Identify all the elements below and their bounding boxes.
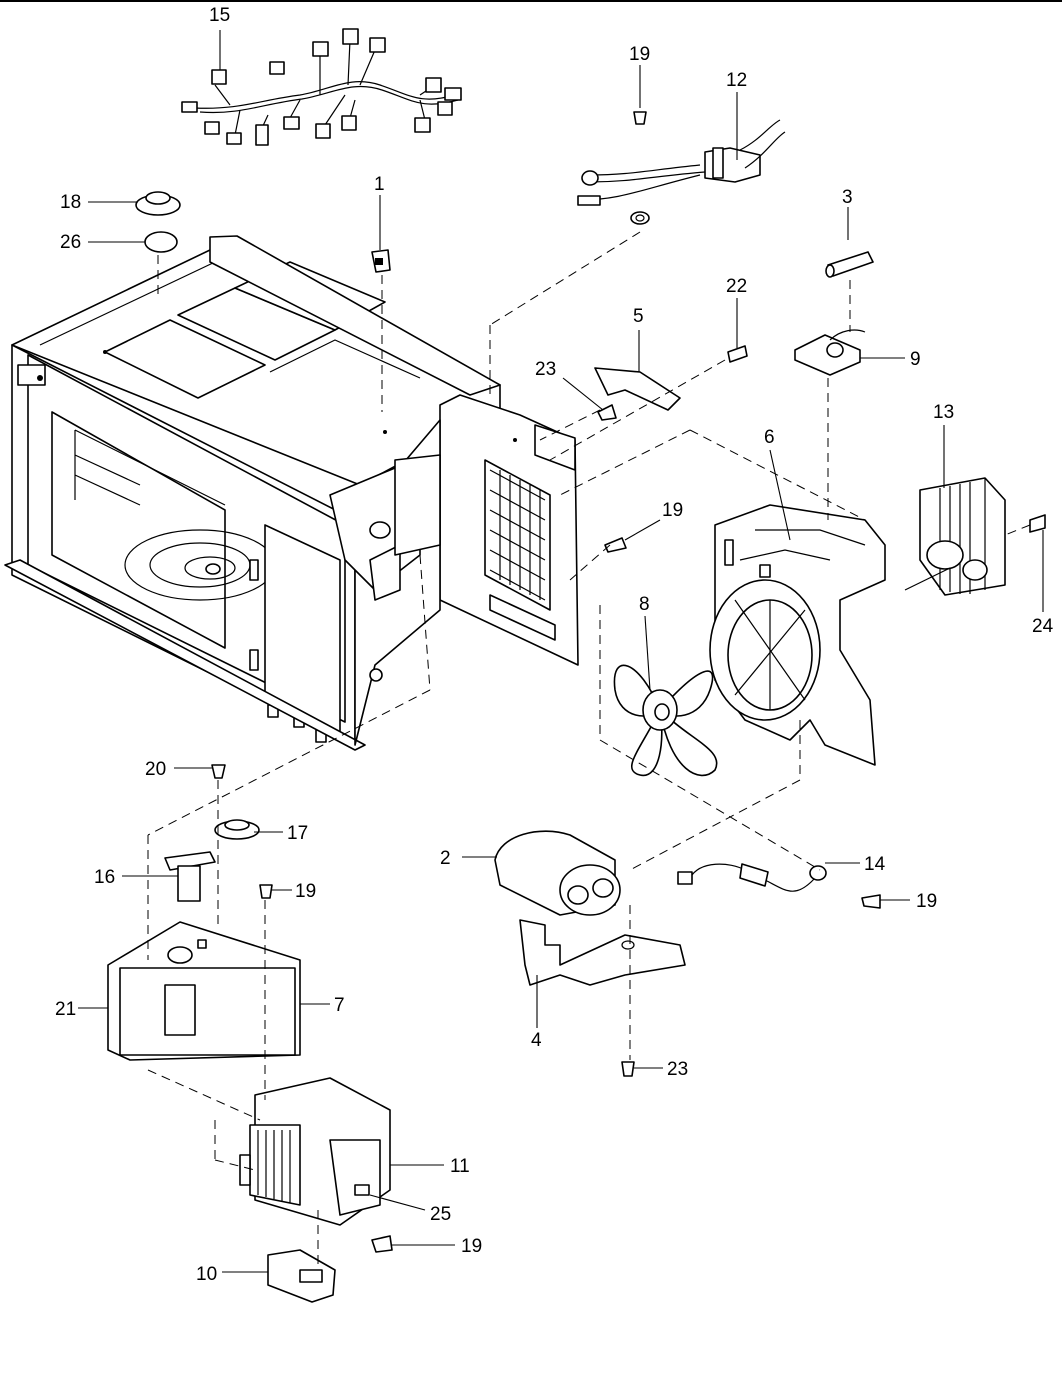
callout-19-mid: 19 [662, 500, 683, 521]
callout-2: 2 [440, 848, 451, 869]
callout-19-top: 19 [629, 44, 650, 65]
assembly-lines [147, 231, 1031, 1265]
callout-11: 11 [450, 1156, 470, 1177]
part-19-screw-mid [604, 537, 627, 553]
part-17-thermostat [214, 819, 260, 840]
callout-5: 5 [633, 306, 644, 327]
callout-23-upper: 23 [535, 359, 556, 380]
callout-9: 9 [910, 349, 921, 370]
part-6-fan-duct [709, 504, 886, 766]
part-13-fan-motor [904, 477, 1046, 596]
callout-18: 18 [60, 192, 81, 213]
part-9-fuse-holder [794, 329, 866, 376]
callout-1: 1 [374, 174, 385, 195]
callout-19-bottom: 19 [461, 1236, 482, 1257]
part-7-21-waveguide-housing [107, 921, 301, 1061]
part-18-thermostat [135, 191, 181, 216]
part-2-capacitor [494, 830, 621, 916]
part-8-fan-blade [613, 664, 718, 777]
callout-24: 24 [1032, 616, 1054, 637]
callout-7: 7 [334, 995, 345, 1016]
callout-22: 22 [726, 276, 747, 297]
part-5-bracket [594, 367, 681, 411]
leader-lines [78, 30, 1044, 1273]
part-26-cover-disc [144, 231, 178, 253]
part-23-screw-upper [597, 404, 617, 421]
part-22-screw [727, 345, 748, 363]
part-19-screw-top [633, 111, 647, 125]
callout-21: 21 [55, 999, 76, 1020]
callout-8: 8 [639, 594, 650, 615]
callout-19-right: 19 [916, 891, 937, 912]
callout-20: 20 [145, 759, 166, 780]
part-11-magnetron [239, 1077, 391, 1226]
callout-16: 16 [94, 867, 115, 888]
part-1-door-sensor [371, 249, 391, 273]
callout-17: 17 [287, 823, 308, 844]
callout-26: 26 [60, 232, 81, 253]
callout-23-lower: 23 [667, 1059, 688, 1080]
callout-6: 6 [764, 427, 775, 448]
callout-14: 14 [864, 854, 886, 875]
callout-labels: 15 19 12 1 18 3 26 22 5 9 23 13 6 19 8 2… [55, 5, 1054, 1285]
part-10-hv-block [267, 1249, 336, 1303]
callout-15: 15 [209, 5, 230, 26]
part-4-capacitor-bracket [519, 919, 686, 986]
power-cord [577, 119, 786, 225]
callout-3: 3 [842, 187, 853, 208]
part-19-screw-lower-left [259, 884, 273, 899]
callout-12: 12 [726, 70, 747, 91]
part-14-ground-wire [677, 863, 827, 892]
part-19-screw-right [861, 894, 881, 909]
part-20-screw [211, 764, 226, 779]
part-3-fuse [825, 251, 874, 278]
callout-13: 13 [933, 402, 954, 423]
callout-25: 25 [430, 1204, 451, 1225]
oven-cavity-frame [4, 235, 579, 751]
part-16-thermal-cutout [164, 851, 216, 902]
wire-harness [181, 28, 462, 146]
part-19-screw-bottom [371, 1235, 393, 1253]
callout-10: 10 [196, 1264, 217, 1285]
callout-19-left: 19 [295, 881, 316, 902]
callout-4: 4 [531, 1030, 542, 1051]
part-23-screw-lower [621, 1061, 635, 1077]
